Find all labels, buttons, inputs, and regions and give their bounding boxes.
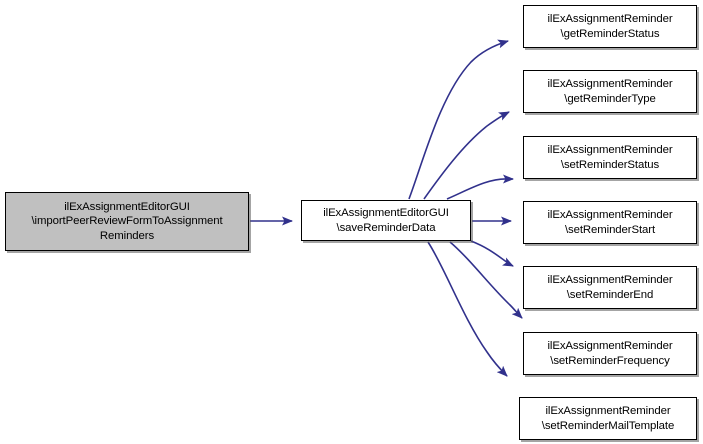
node-setReminderStart[interactable]: ilExAssignmentReminder \setReminderStart — [523, 201, 697, 244]
node-root-label: ilExAssignmentEditorGUI \importPeerRevie… — [31, 201, 223, 242]
node-setReminderEnd[interactable]: ilExAssignmentReminder \setReminderEnd — [523, 266, 697, 309]
node-getReminderType-label: ilExAssignmentReminder \getReminderType — [547, 78, 673, 105]
node-saveReminderData-label: ilExAssignmentEditorGUI \saveReminderDat… — [323, 207, 449, 234]
node-getReminderStatus-label: ilExAssignmentReminder \getReminderStatu… — [547, 13, 673, 40]
node-setReminderMailTemplate[interactable]: ilExAssignmentReminder \setReminderMailT… — [519, 397, 697, 440]
node-saveReminderData[interactable]: ilExAssignmentEditorGUI \saveReminderDat… — [301, 200, 471, 241]
edge-saveReminderData-to-getReminderStatus — [408, 39, 509, 200]
node-root[interactable]: ilExAssignmentEditorGUI \importPeerRevie… — [5, 192, 249, 251]
node-setReminderEnd-label: ilExAssignmentReminder \setReminderEnd — [547, 274, 673, 301]
node-setReminderFrequency[interactable]: ilExAssignmentReminder \setReminderFrequ… — [523, 332, 697, 375]
edge-saveReminderData-to-getReminderType — [423, 111, 510, 200]
node-setReminderStatus-label: ilExAssignmentReminder \setReminderStatu… — [547, 144, 673, 171]
node-getReminderType[interactable]: ilExAssignmentReminder \getReminderType — [523, 70, 697, 113]
edge-saveReminderData-to-setReminderMailTemplate — [427, 241, 508, 377]
node-setReminderMailTemplate-label: ilExAssignmentReminder \setReminderMailT… — [541, 405, 675, 432]
edge-saveReminderData-to-setReminderFrequency — [449, 241, 523, 319]
edge-saveReminderData-to-setReminderStatus — [446, 174, 514, 200]
node-getReminderStatus[interactable]: ilExAssignmentReminder \getReminderStatu… — [523, 5, 697, 48]
node-setReminderFrequency-label: ilExAssignmentReminder \setReminderFrequ… — [547, 340, 673, 367]
node-setReminderStart-label: ilExAssignmentReminder \setReminderStart — [547, 209, 673, 236]
node-setReminderStatus[interactable]: ilExAssignmentReminder \setReminderStatu… — [523, 136, 697, 179]
edge-saveReminderData-to-setReminderEnd — [470, 240, 514, 267]
